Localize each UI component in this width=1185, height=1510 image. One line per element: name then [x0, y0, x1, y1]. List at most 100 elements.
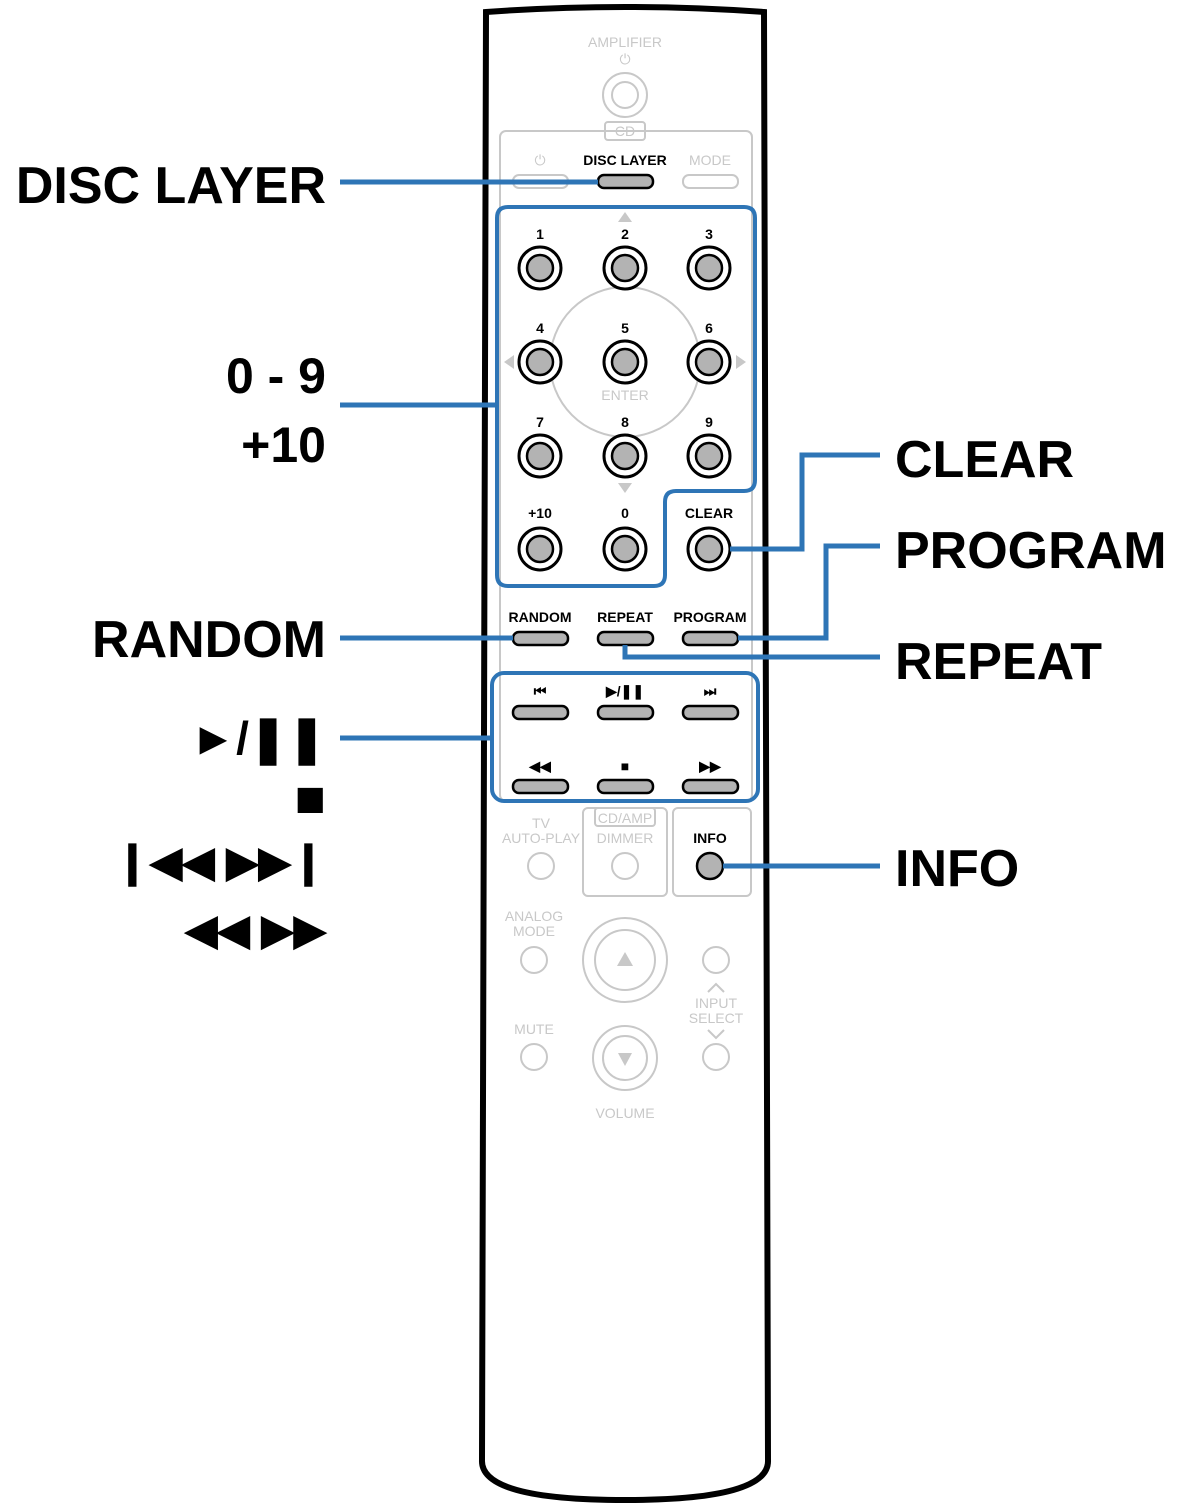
disc-layer-button[interactable] [596, 173, 655, 190]
callout-repeat: REPEAT [895, 633, 1102, 691]
analog-label: ANALOG [505, 908, 563, 924]
leader-program [738, 543, 880, 641]
dpad-left-icon [504, 355, 514, 369]
digit-label-7: 7 [536, 414, 544, 430]
dpad-up-icon [618, 212, 632, 222]
play-pause-button[interactable] [596, 704, 655, 721]
volume-up-inner [594, 929, 656, 991]
digit-group-outline [495, 205, 757, 588]
info-panel [672, 807, 752, 897]
rewind-icon: ◀◀ [528, 758, 551, 774]
analog-mode-label: MODE [513, 923, 555, 939]
play-pause-icon: ▶/❚❚ [605, 683, 644, 700]
digit-label-6: 6 [705, 320, 713, 336]
stop-icon: ■ [621, 758, 629, 774]
digit-label-plus10: +10 [528, 505, 552, 521]
input-up-button[interactable] [702, 946, 730, 974]
digit-1-core [525, 253, 555, 283]
mute-button[interactable] [520, 1043, 548, 1071]
volume-down-button[interactable] [592, 1025, 658, 1091]
callout-digits: 0 - 9 [226, 348, 326, 404]
dpad-down-icon [618, 483, 632, 493]
amplifier-power-core [611, 81, 639, 109]
amplifier-label: AMPLIFIER [588, 34, 662, 50]
digit-label-3: 3 [705, 226, 713, 242]
digit-label-9: 9 [705, 414, 713, 430]
dimmer-button[interactable] [611, 852, 639, 880]
digit-8-core [610, 441, 640, 471]
clear-core [694, 534, 724, 564]
digit-label-2: 2 [621, 226, 629, 242]
random-label: RANDOM [509, 609, 572, 625]
digit-7-core [525, 441, 555, 471]
tv-label: TV [532, 815, 551, 831]
skip-forward-icon: ⏭ [704, 683, 717, 699]
digit-4-core [525, 347, 555, 377]
tv-autoplay-button[interactable] [527, 852, 555, 880]
volume-label: VOLUME [595, 1105, 654, 1121]
mute-label: MUTE [514, 1021, 554, 1037]
input-label: INPUT [695, 995, 737, 1011]
digit-label-5: 5 [621, 320, 629, 336]
input-down-chevron-icon [707, 1029, 725, 1040]
callout-random: RANDOM [92, 611, 326, 669]
callout-program: PROGRAM [895, 522, 1167, 580]
cd-amp-label: CD/AMP [598, 810, 652, 826]
select-label: SELECT [689, 1010, 744, 1026]
info-label: INFO [693, 830, 727, 846]
skip-forward-button[interactable] [681, 704, 740, 721]
volume-up-button[interactable] [582, 917, 668, 1003]
mode-button[interactable] [682, 174, 739, 189]
callout-clear: CLEAR [895, 431, 1074, 489]
digit-3-core [694, 253, 724, 283]
callout-play-pause: ►/❚❚ [191, 712, 326, 766]
cd-amp-tab [594, 807, 656, 827]
volume-down-inner [602, 1035, 648, 1081]
callout-info: INFO [895, 840, 1019, 898]
fast-forward-icon: ▶▶ [698, 758, 722, 774]
skip-back-button[interactable] [511, 704, 570, 721]
repeat-button[interactable] [596, 630, 655, 647]
callout-skip: ❙◀◀ ▶▶❙ [115, 838, 326, 887]
random-button[interactable] [511, 630, 570, 647]
volume-down-icon [618, 1053, 632, 1066]
stop-button[interactable] [596, 778, 655, 795]
amplifier-power-button[interactable] [602, 72, 648, 118]
callout-plus10: +10 [241, 417, 326, 473]
autoplay-label: AUTO-PLAY [502, 830, 581, 846]
digit-label-8: 8 [621, 414, 629, 430]
digit-label-1: 1 [536, 226, 544, 242]
analog-mode-button[interactable] [520, 946, 548, 974]
digit-6-core [694, 347, 724, 377]
dimmer-label: DIMMER [597, 830, 654, 846]
callout-search: ◀◀ ▶▶ [183, 906, 328, 953]
info-button[interactable] [695, 851, 725, 881]
fast-forward-button[interactable] [681, 778, 740, 795]
plus10-core [525, 534, 555, 564]
program-button[interactable] [681, 630, 740, 647]
input-down-button[interactable] [702, 1043, 730, 1071]
digit-2-core [610, 253, 640, 283]
digit-buttons: 1 2 3 4 5 6 7 8 9 +10 0 [517, 226, 732, 572]
clear-label: CLEAR [685, 505, 733, 521]
cd-power-icon: ⏻ [534, 152, 545, 168]
enter-label: ENTER [601, 387, 648, 403]
amplifier-power-icon: ⏻ [619, 51, 630, 67]
repeat-label: REPEAT [597, 609, 653, 625]
leader-repeat [622, 645, 880, 660]
dpad-right-icon [736, 355, 746, 369]
input-up-chevron-icon [707, 982, 725, 993]
callout-disc-layer: DISC LAYER [16, 157, 326, 215]
volume-up-icon [617, 952, 633, 966]
callout-stop: ■ [295, 770, 326, 828]
digit-9-core [694, 441, 724, 471]
rewind-button[interactable] [511, 778, 570, 795]
digit-5-core [610, 347, 640, 377]
skip-back-icon: ⏮ [534, 683, 547, 699]
digit-label-4: 4 [536, 320, 544, 336]
digit-0-core [610, 534, 640, 564]
leader-clear [730, 452, 880, 552]
disc-layer-label: DISC LAYER [583, 152, 667, 168]
mode-label: MODE [689, 152, 731, 168]
